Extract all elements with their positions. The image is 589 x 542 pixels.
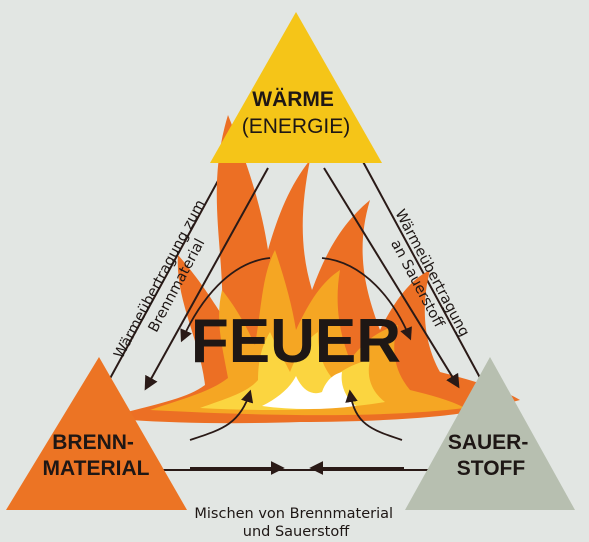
- center-label: FEUER: [191, 307, 401, 376]
- edge-bottom-label: Mischen von Brennmaterial und Sauerstoff: [194, 506, 397, 540]
